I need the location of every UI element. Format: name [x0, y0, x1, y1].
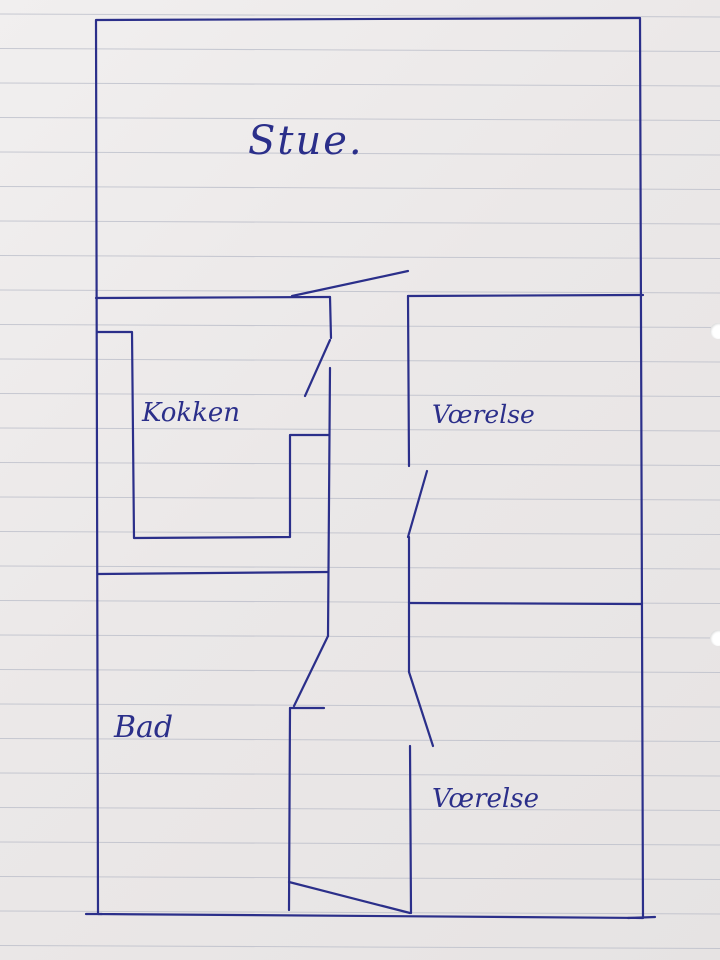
ruled-line	[0, 565, 720, 570]
ruled-line	[0, 220, 720, 225]
corridor-wall-left-mid	[326, 366, 332, 638]
ruled-line	[0, 48, 720, 52]
wall-stue-right	[406, 293, 645, 298]
outer-wall-tick	[626, 915, 657, 920]
punch-hole	[710, 630, 720, 646]
door-vaerelse-2	[407, 670, 435, 748]
ruled-line	[0, 703, 720, 708]
ruled-line	[0, 324, 720, 328]
kitchen-counter	[95, 330, 331, 540]
ruled-line	[0, 910, 720, 915]
wall-vaerelse-divider	[407, 601, 644, 606]
wall-kokken-bad	[96, 570, 330, 576]
room-label-kokken: Kokken	[142, 398, 241, 428]
ruled-line	[0, 807, 720, 811]
ruled-line	[0, 634, 720, 639]
ruled-line	[0, 462, 720, 466]
ruled-line	[0, 876, 720, 880]
ruled-line	[0, 151, 720, 156]
door-bad	[292, 634, 330, 708]
ruled-line	[0, 841, 720, 846]
ruled-line	[0, 358, 720, 363]
punch-hole	[710, 323, 720, 339]
wall-bad-right	[287, 706, 292, 912]
ruled-line	[0, 496, 720, 501]
outer-wall	[94, 16, 645, 920]
door-bottom	[287, 880, 412, 915]
corridor-wall-right-upper	[406, 294, 411, 468]
ruled-line	[0, 738, 720, 742]
room-label-bad: Bad	[114, 710, 174, 745]
ruled-line	[0, 186, 720, 190]
ruled-line	[0, 427, 720, 432]
ruled-line	[0, 289, 720, 294]
wall-stue-left	[94, 295, 332, 300]
ruled-line	[0, 772, 720, 777]
room-label-stue: Stue.	[248, 118, 364, 164]
door-kokken	[303, 338, 332, 398]
room-label-vaerelse-1: Vœrelse	[432, 400, 535, 429]
ruled-line	[0, 117, 720, 121]
corridor-wall-left-upper	[328, 295, 333, 340]
door-stue	[290, 269, 410, 298]
room-label-vaerelse-2: Vœrelse	[432, 784, 539, 814]
door-vaerelse-1	[406, 469, 429, 539]
corridor-wall-right-lower	[408, 744, 413, 915]
ruled-line	[0, 82, 720, 87]
ruled-line	[0, 669, 720, 673]
ruled-line	[0, 531, 720, 535]
ruled-line	[0, 255, 720, 259]
ruled-line	[0, 13, 720, 18]
ruled-line	[0, 945, 720, 949]
ruled-line	[0, 393, 720, 397]
